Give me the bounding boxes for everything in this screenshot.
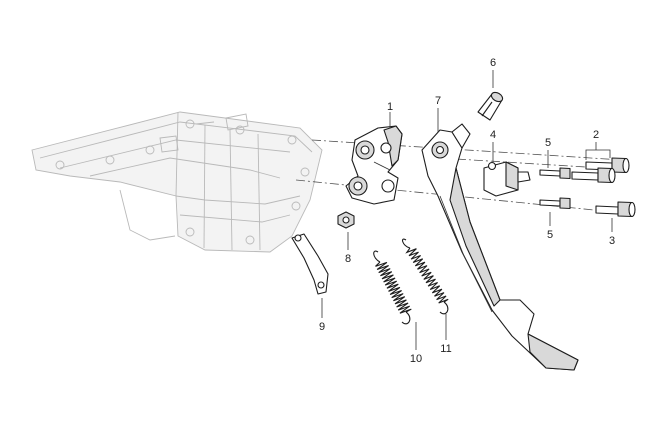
return-spring-outer — [401, 238, 449, 315]
callout-7: 7 — [435, 95, 441, 107]
callout-8: 8 — [345, 253, 351, 265]
mounting-bolt — [595, 201, 636, 218]
callout-labels: 1 2 3 4 5 5 6 7 8 9 10 11 — [319, 57, 615, 365]
side-stand-switch — [483, 161, 531, 197]
callout-1: 1 — [387, 101, 393, 113]
spring-bracket-plate — [291, 233, 329, 295]
sensor-screw-upper — [539, 167, 571, 180]
callout-5-lower: 5 — [547, 229, 553, 241]
callout-11: 11 — [440, 343, 451, 355]
pivot-bolt — [477, 91, 504, 121]
engine-casting-outline — [31, 111, 323, 253]
callout-6: 6 — [490, 57, 496, 69]
callout-10: 10 — [410, 353, 422, 365]
leader-lines — [321, 70, 613, 350]
callout-4: 4 — [490, 129, 496, 141]
sensor-screw-lower — [539, 197, 571, 210]
callout-9: 9 — [319, 321, 325, 333]
callout-3: 3 — [609, 235, 615, 247]
return-spring-inner — [373, 250, 412, 325]
hex-nut — [337, 211, 355, 229]
callout-5-upper: 5 — [545, 137, 551, 149]
side-stand-bracket — [345, 125, 403, 205]
bracket-bolt-pair — [571, 157, 630, 184]
callout-2: 2 — [593, 129, 599, 141]
side-stand-leg — [421, 123, 579, 371]
